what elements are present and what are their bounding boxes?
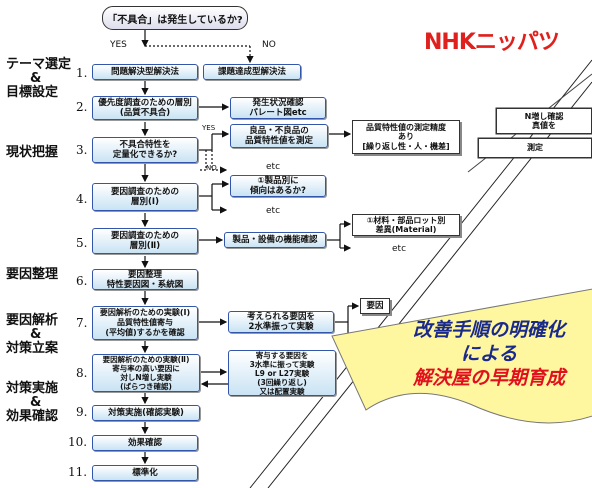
step-number: 3. (76, 143, 88, 157)
stage-current: 現状把握 (6, 145, 59, 160)
stage-amp-1: & (30, 71, 42, 86)
start-question: 「不具合」は発生しているか? (102, 6, 248, 30)
yes-label: YES (110, 40, 127, 50)
stage-theme: テーマ選定 (6, 57, 72, 72)
no-small-label: NO (206, 164, 217, 172)
side-box-n-increase: N増し確認 真値を (496, 108, 592, 134)
callout-banner: 改善手順の明確化 による 解決屋の早期育成 (380, 318, 592, 390)
yes-small-label: YES (202, 124, 216, 132)
side-box-measure: 良品・不良品の 品質特性値を測定 (230, 124, 328, 148)
etc-note-3: etc (392, 244, 407, 254)
step-box-6: 要因整理 特性要因図・系統図 (92, 269, 198, 290)
side-box-measure-right: 測定 (478, 138, 592, 158)
etc-note-1: etc (266, 162, 281, 172)
callout-line-2: による (460, 343, 518, 365)
side-box-three-level: 寄与する要因を 3水準に振って実験 L9 or L27実験 (3回繰り返し) 又… (228, 350, 336, 396)
step-number: 7. (76, 316, 88, 330)
step-box-7: 要因解析のための実験(Ⅰ) 品質特性値寄与 (平均値)するかを確認 (92, 306, 198, 340)
step-number: 4. (76, 192, 88, 206)
step-number: 10. (68, 435, 88, 449)
step-box-9: 対策実施(確認実験) (92, 405, 200, 421)
step-box-1: 問題解決型解決法 (92, 64, 198, 80)
stage-goal: 目標設定 (6, 85, 59, 100)
side-box-accuracy: 品質特性値の測定精度 あり [繰り返し性・人・機差] (352, 120, 460, 154)
step-box-8: 要因解析のための実験(Ⅱ) 寄与率の高い要因に 対しN増し実験 (ばらつき確認) (92, 354, 200, 392)
company-logo: NHKニッパツ (424, 30, 560, 55)
step-number: 5. (76, 236, 88, 250)
side-box-function: 製品・設備の機能確認 (224, 232, 326, 248)
stage-factor: 要因整理 (6, 267, 59, 282)
side-box-two-level: 考えられる要因を 2水準振って実験 (228, 311, 334, 333)
callout-line-1: 改善手順の明確化 (412, 319, 565, 341)
step-number: 1. (76, 66, 88, 80)
side-box-material: ①材料・部品ロット別 差異(Material) (352, 214, 460, 236)
side-box-product-trend: ①製品別に 傾向はあるか? (230, 175, 326, 197)
stage-analysis: 要因解析 (6, 313, 59, 328)
step-box-2: 優先度調査のための層別 (品質不具合) (92, 96, 198, 120)
step-box-11: 標準化 (92, 465, 198, 481)
step-box-10: 効果確認 (92, 435, 198, 451)
no-label: NO (262, 40, 276, 50)
alt-method-box: 課題達成型解決法 (203, 64, 301, 80)
step-box-4: 要因調査のための 層別(Ⅰ) (92, 183, 198, 211)
step-number: 2. (76, 100, 88, 114)
step-number: 8. (76, 366, 88, 380)
step-number: 6. (76, 274, 88, 288)
step-box-3: 不具合特性を 定量化できるか? (92, 137, 198, 163)
stage-measure: 対策立案 (6, 341, 59, 356)
stage-implement: 対策実施 (6, 381, 59, 396)
step-number: 11. (68, 465, 88, 479)
stage-amp-3: & (30, 395, 42, 410)
start-question-text: 「不具合」は発生しているか? (107, 14, 243, 26)
step-number: 9. (76, 405, 88, 419)
side-box-factor-partial: 要因 (360, 298, 390, 314)
side-box-occurrence: 発生状況確認 パレート図etc (230, 97, 326, 119)
stage-amp-2: & (30, 327, 42, 342)
stage-confirm: 効果確認 (6, 409, 59, 424)
etc-note-2: etc (266, 206, 281, 216)
step-box-5: 要因調査のための 層別(Ⅱ) (92, 228, 198, 254)
callout-line-3: 解決屋の早期育成 (412, 367, 565, 389)
